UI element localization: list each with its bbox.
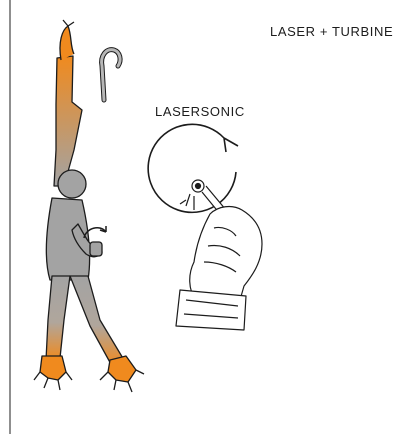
left-leg (46, 276, 70, 360)
lasersonic-gloved-hand (176, 207, 262, 330)
hook-icon (102, 50, 120, 100)
laser-turbine-label: LASER + TURBINE (270, 24, 393, 39)
hand-device (90, 242, 102, 256)
right-foot (108, 356, 136, 382)
right-leg (70, 276, 124, 366)
figure-head (58, 170, 86, 198)
lasersonic-label: LASERSONIC (155, 104, 245, 119)
raised-arm (54, 56, 82, 186)
left-foot (40, 356, 66, 380)
figure (34, 20, 144, 392)
lasersonic-rotation-circle (148, 124, 238, 212)
hand-hook-icon (60, 26, 74, 60)
